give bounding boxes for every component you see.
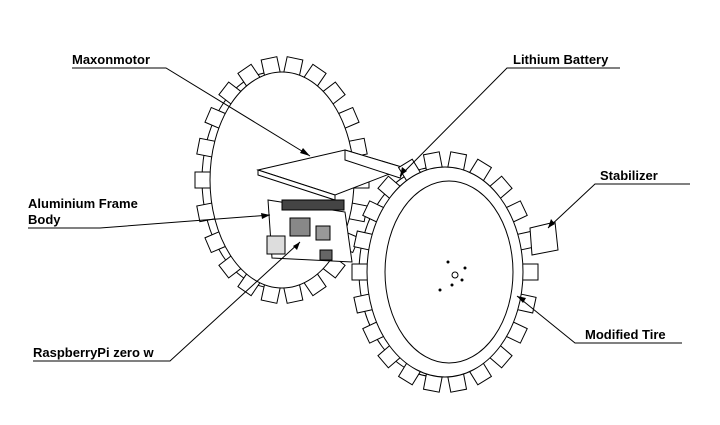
hub-holes	[438, 260, 467, 292]
right-wheel	[351, 151, 539, 393]
frame-body	[256, 149, 407, 263]
leader-lines	[28, 67, 690, 362]
label-aluminium-frame-line2: Body	[28, 212, 61, 227]
wheel-disc	[384, 180, 514, 364]
label-stabilizer: Stabilizer	[600, 168, 658, 183]
label-maxonmotor: Maxonmotor	[72, 52, 150, 67]
label-modified-tire: Modified Tire	[585, 327, 666, 342]
label-aluminium-frame: Aluminium Frame Body	[28, 196, 138, 228]
arrowheads	[261, 148, 555, 303]
stabilizer-part	[529, 221, 559, 256]
label-raspberry-pi: RaspberryPi zero w	[33, 345, 154, 360]
label-lithium-battery: Lithium Battery	[513, 52, 609, 67]
label-aluminium-frame-line1: Aluminium Frame	[28, 196, 138, 211]
